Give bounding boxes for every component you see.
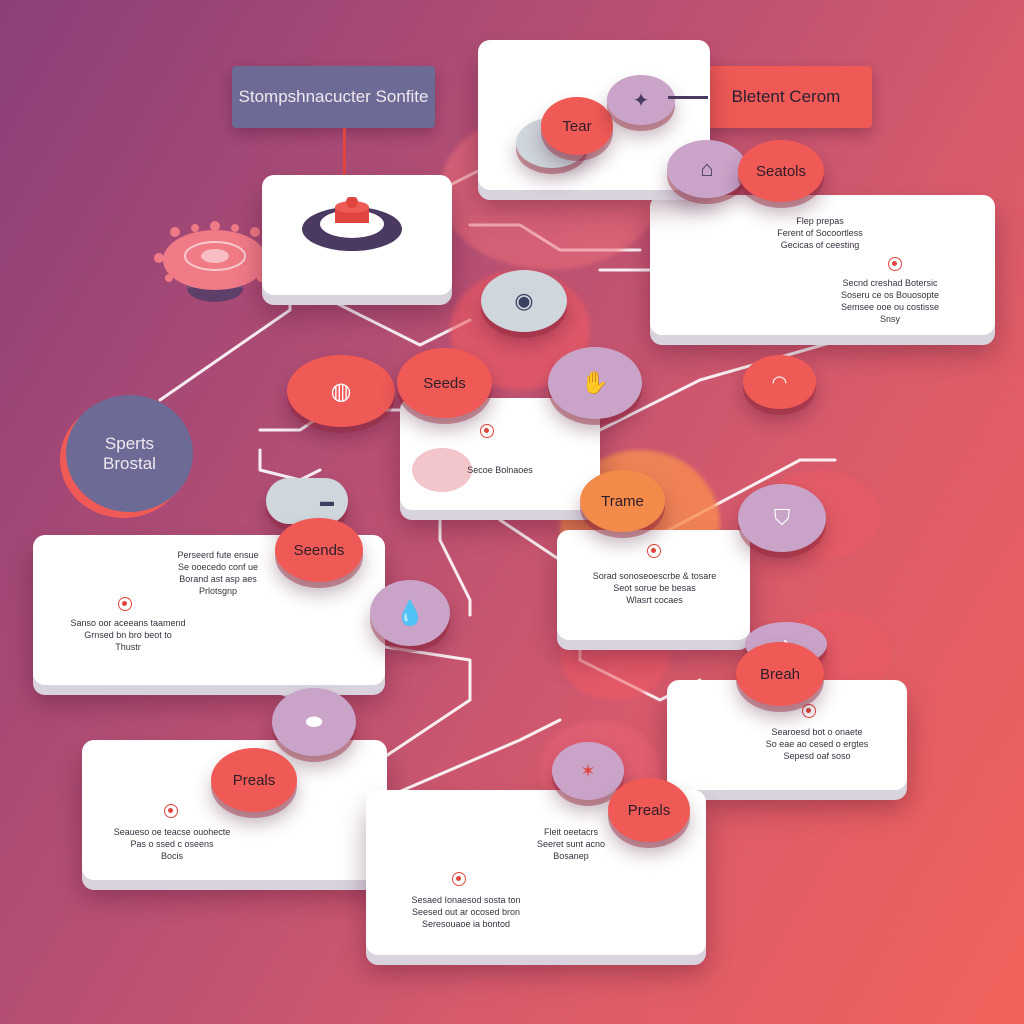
card-text: Seesed out ar ocosed bron (411, 907, 521, 917)
card-text: Soseru ce os Bouosopte (840, 290, 940, 300)
connector-line (378, 718, 562, 802)
tear-pill-label: Tear (562, 117, 592, 135)
card-text: Sanso oor aceeans taamend (70, 618, 186, 628)
card-middle-right: Sorad sonoseoescrbe & tosare Seot sorue … (557, 530, 750, 640)
card-text: Se ooecedo conf ue (177, 562, 259, 572)
connector-line (328, 298, 472, 347)
star-icon: ✦ (632, 89, 650, 112)
title-label-right: Bletent Cerom (700, 66, 872, 128)
side-circle-label: Sperts Brostal (66, 395, 193, 512)
card-text: Wlasrt cocaes (626, 595, 683, 605)
seatols-pill[interactable]: Seatols (738, 140, 824, 202)
card-pill[interactable]: ⌂ (667, 140, 747, 198)
card-text: Sorad sonoseoescrbe & tosare (592, 571, 717, 581)
card-text: Thustr (115, 642, 141, 652)
mask-icon: ⬬ (305, 710, 323, 733)
info-icon (647, 544, 661, 558)
card-text: Searoesd bot o onaete (771, 727, 863, 737)
title-label-left: Stompshnacucter Sonfite (232, 66, 435, 128)
card-text: Seeret sunt acno (536, 839, 606, 849)
toggle-icon: ▬ (320, 493, 334, 509)
smile-pill[interactable]: ◠ (743, 355, 816, 409)
side-circle-line1: Sperts (104, 433, 155, 453)
info-icon (118, 597, 132, 611)
card-text: Secoe Bolnaoes (467, 465, 533, 475)
eye-icon: ◉ (514, 288, 534, 313)
card-text: Bosanep (553, 851, 589, 861)
card-text: Ferent of Socoortless (777, 228, 863, 238)
side-circle-line2: Brostal (103, 453, 156, 473)
card-text: Prlotsgnp (198, 586, 238, 596)
pointer-line (668, 96, 708, 99)
tear-pill[interactable]: Tear (541, 97, 613, 155)
star-pill[interactable]: ✦ (607, 75, 675, 125)
title-label-right-text: Bletent Cerom (731, 87, 841, 106)
card-icon (412, 448, 472, 492)
card-text: So eae ao cesed o ergtes (765, 739, 869, 749)
trame-pill[interactable]: Trame (580, 470, 665, 532)
toggle-pill[interactable]: ▬ (266, 478, 348, 524)
card-text: Snsy (879, 314, 900, 324)
breah-pill[interactable]: Breah (736, 642, 824, 706)
pin-icon (302, 197, 402, 251)
card-text: Gecicas of ceesting (780, 240, 860, 250)
seeds-pill[interactable]: Seeds (397, 348, 492, 418)
preals-right-pill-label: Preals (627, 801, 671, 819)
pin-line (343, 128, 346, 178)
connector-line (498, 518, 562, 602)
info-icon (164, 804, 178, 818)
crab-icon: ✶ (580, 760, 596, 781)
hand-pill[interactable]: ✋ (548, 347, 642, 419)
connector-line (438, 498, 472, 617)
card-text: Seresouaoe ia bontod (421, 919, 511, 929)
info-icon (480, 424, 494, 438)
info-icon (802, 704, 816, 718)
preals-right-pill[interactable]: Preals (608, 778, 690, 842)
preals-left-pill[interactable]: Preals (211, 748, 297, 812)
title-label-left-text: Stompshnacucter Sonfite (238, 87, 429, 106)
hand-icon: ✋ (581, 370, 609, 395)
gear-icon (154, 221, 276, 302)
connector-line (598, 338, 842, 432)
mask-pill[interactable]: ⬬ (272, 688, 356, 756)
card-text: Flep prepas (796, 216, 844, 226)
card-text: Grnsed bn bro beot to (84, 630, 172, 640)
card-top-left (262, 175, 452, 295)
card-text: Sepesd oaf soso (783, 751, 851, 761)
seeds-pill-label: Seeds (423, 374, 466, 392)
bubble-pill[interactable]: ◍ (287, 355, 395, 427)
card-text: Pas o ssed c oseens (130, 839, 214, 849)
chat-icon: ◍ (330, 377, 352, 405)
card-text: Sesaed Ionaesod sosta ton (411, 895, 521, 905)
info-icon (452, 872, 466, 886)
preals-left-pill-label: Preals (232, 771, 276, 789)
eye-pill[interactable]: ◉ (481, 270, 567, 332)
card-text: Seaueso oe teacse ouohecte (113, 827, 231, 837)
smile-icon: ◠ (771, 371, 788, 392)
folder-icon: ⌂ (700, 156, 714, 181)
breah-pill-label: Breah (759, 665, 801, 683)
seends-pill-label: Seends (293, 541, 345, 559)
seends-pill[interactable]: Seends (275, 518, 363, 582)
crab-pill[interactable]: ✶ (552, 742, 624, 800)
drop-pill[interactable]: 💧 (370, 580, 450, 646)
card-text: Fleit oeetacrs (543, 827, 599, 837)
shield-pill[interactable]: ⛉ (738, 484, 826, 552)
card-text: Seot sorue be besas (613, 583, 696, 593)
card-top-right: Flep prepas Ferent of Socoortless Gecica… (650, 195, 995, 335)
trame-pill-label: Trame (601, 492, 644, 510)
connector-line (258, 448, 322, 482)
card-text: Semsee ooe ou costisse (840, 302, 940, 312)
card-text: Bocis (160, 851, 183, 861)
card-text: Perseerd fute ensue (177, 550, 259, 560)
shield-icon: ⛉ (773, 505, 791, 530)
card-text: Borand ast asp aes (179, 574, 257, 584)
info-icon (888, 257, 902, 271)
drop-icon: 💧 (395, 599, 425, 627)
card-right: Searoesd bot o onaete So eae ao cesed o … (667, 680, 907, 790)
card-text: Secnd creshad Botersic (842, 278, 938, 288)
seatols-pill-label: Seatols (755, 162, 807, 180)
